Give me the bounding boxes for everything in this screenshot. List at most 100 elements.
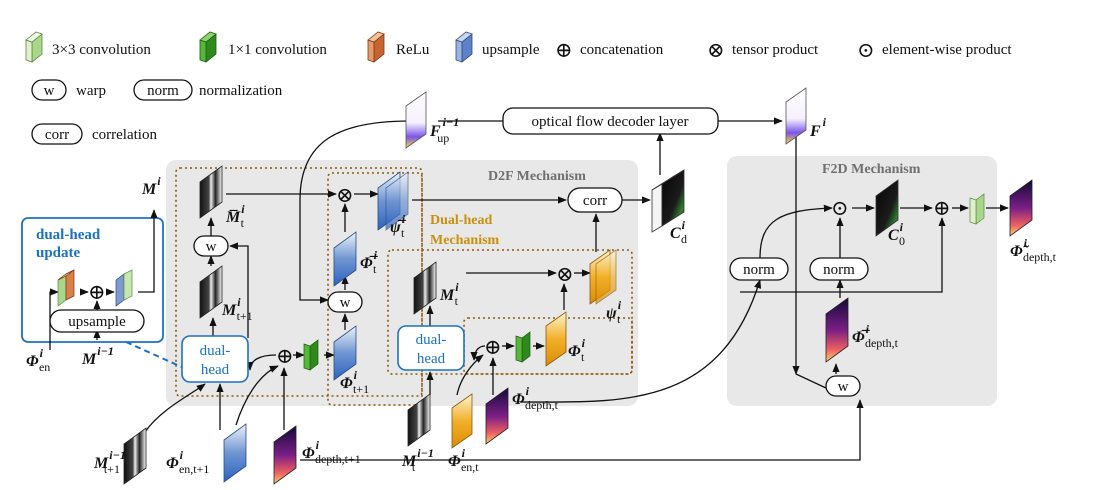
edge-norm-odot <box>759 204 833 259</box>
edge-fup-warp <box>299 120 411 304</box>
decoder-label: optical flow decoder layer <box>531 114 688 130</box>
warp-f2d-label: w <box>838 379 849 395</box>
edge-to-w-left <box>229 242 249 338</box>
conv1-block-2 <box>515 331 531 363</box>
legend-conv1-icon <box>199 31 217 63</box>
corr-c0-icon <box>875 179 899 237</box>
mask-mt-im1-icon <box>407 393 431 447</box>
conv1-block-1 <box>303 339 319 371</box>
label-m-i: Mi <box>141 174 161 198</box>
legend-conv1-label: 1×1 convolution <box>228 42 327 58</box>
legend-upsample-icon <box>455 31 473 63</box>
flow-fup-icon <box>405 91 427 149</box>
legend-elementwise-icon: ⊙ <box>857 38 875 62</box>
depth-out-icon <box>1009 179 1033 237</box>
edge-concat-dualhead <box>246 354 277 371</box>
norm1-label: norm <box>743 262 775 278</box>
warp-node-left <box>193 235 229 257</box>
elementwise-product: ⊙ <box>831 196 849 220</box>
legend-relu-label: ReLu <box>396 42 430 58</box>
dualhead-label-2: head <box>201 362 230 378</box>
edge-to-oplus-f2d <box>740 217 946 293</box>
legend-concat-label: concatenation <box>580 42 664 58</box>
legend-conv3-icon <box>25 31 43 63</box>
legend-conv3-label: 3×3 convolution <box>52 42 151 58</box>
edge-concat2-dualhead <box>470 345 486 361</box>
mask-mt1-icon <box>199 265 223 319</box>
legend-corr-symbol: corr <box>45 127 69 143</box>
legend: 3×3 convolution 1×1 convolution ReLu ups… <box>25 31 1012 145</box>
dualhead-mech-label-2: Mechanism <box>430 233 500 248</box>
dualhead2-label-2: head <box>417 351 446 367</box>
depth-phibar-icon <box>825 297 849 363</box>
legend-corr-pill <box>31 123 83 145</box>
mask-mbar-icon <box>199 165 223 219</box>
legend-relu-icon <box>367 31 385 63</box>
feature-phibar-icon <box>333 231 357 287</box>
conv3-block-f2d <box>969 193 985 225</box>
warp-mid-label: w <box>340 295 351 311</box>
dualhead-update-title-1: dual-head <box>36 227 101 243</box>
optical-flow-decoder-layer <box>502 107 719 135</box>
upsample-node <box>49 309 145 333</box>
corr-label: corr <box>583 193 607 209</box>
f2d-title: F2D Mechanism <box>822 162 921 177</box>
edge-update-mi <box>138 209 158 293</box>
legend-corr-label: correlation <box>92 127 157 143</box>
dualhead-label-1: dual- <box>200 343 231 359</box>
concat-f2d: ⊕ <box>933 196 951 220</box>
update-upsample-conv3-icon <box>115 269 133 307</box>
edge-mt1im1-dualhead <box>144 383 206 433</box>
tensor-product-1: ⊗ <box>336 183 354 207</box>
dualhead-node-2 <box>397 325 465 371</box>
edge-phient1-concat <box>235 365 279 426</box>
legend-norm-symbol: norm <box>147 83 179 99</box>
dualhead-update-callout <box>125 341 185 369</box>
legend-warp-pill <box>31 79 67 101</box>
legend-tensor-label: tensor product <box>732 42 819 58</box>
feature-psibar-icon <box>377 171 409 231</box>
d2f-title: D2F Mechanism <box>488 169 586 184</box>
edge-phien-conv <box>49 288 59 350</box>
concat-update: ⊕ <box>88 280 106 304</box>
mask-mt-icon <box>413 261 437 315</box>
norm-node-2 <box>809 257 869 281</box>
flow-fi-icon <box>785 87 807 145</box>
warp-node-mid <box>327 291 363 313</box>
concat-1: ⊕ <box>276 344 294 368</box>
edge-phient-concat2 <box>456 354 484 396</box>
dualhead-node <box>181 335 249 383</box>
legend-upsample-label: upsample <box>482 42 540 58</box>
warp-left-label: w <box>206 239 217 255</box>
legend-warp-symbol: w <box>44 83 55 99</box>
feature-phit-icon <box>545 311 567 367</box>
feature-phient1-icon <box>223 423 247 483</box>
dualhead-update-title-2: update <box>36 245 81 261</box>
feature-psit-icon <box>589 249 617 305</box>
corr-cd-icon <box>651 169 685 233</box>
depth-phidepth-icon <box>485 387 509 445</box>
connections <box>49 117 1009 461</box>
warp-group <box>327 172 423 406</box>
edge-phidepth-norm <box>519 279 762 403</box>
label-f-i: Fi <box>809 115 827 140</box>
norm-node-1 <box>729 257 789 281</box>
